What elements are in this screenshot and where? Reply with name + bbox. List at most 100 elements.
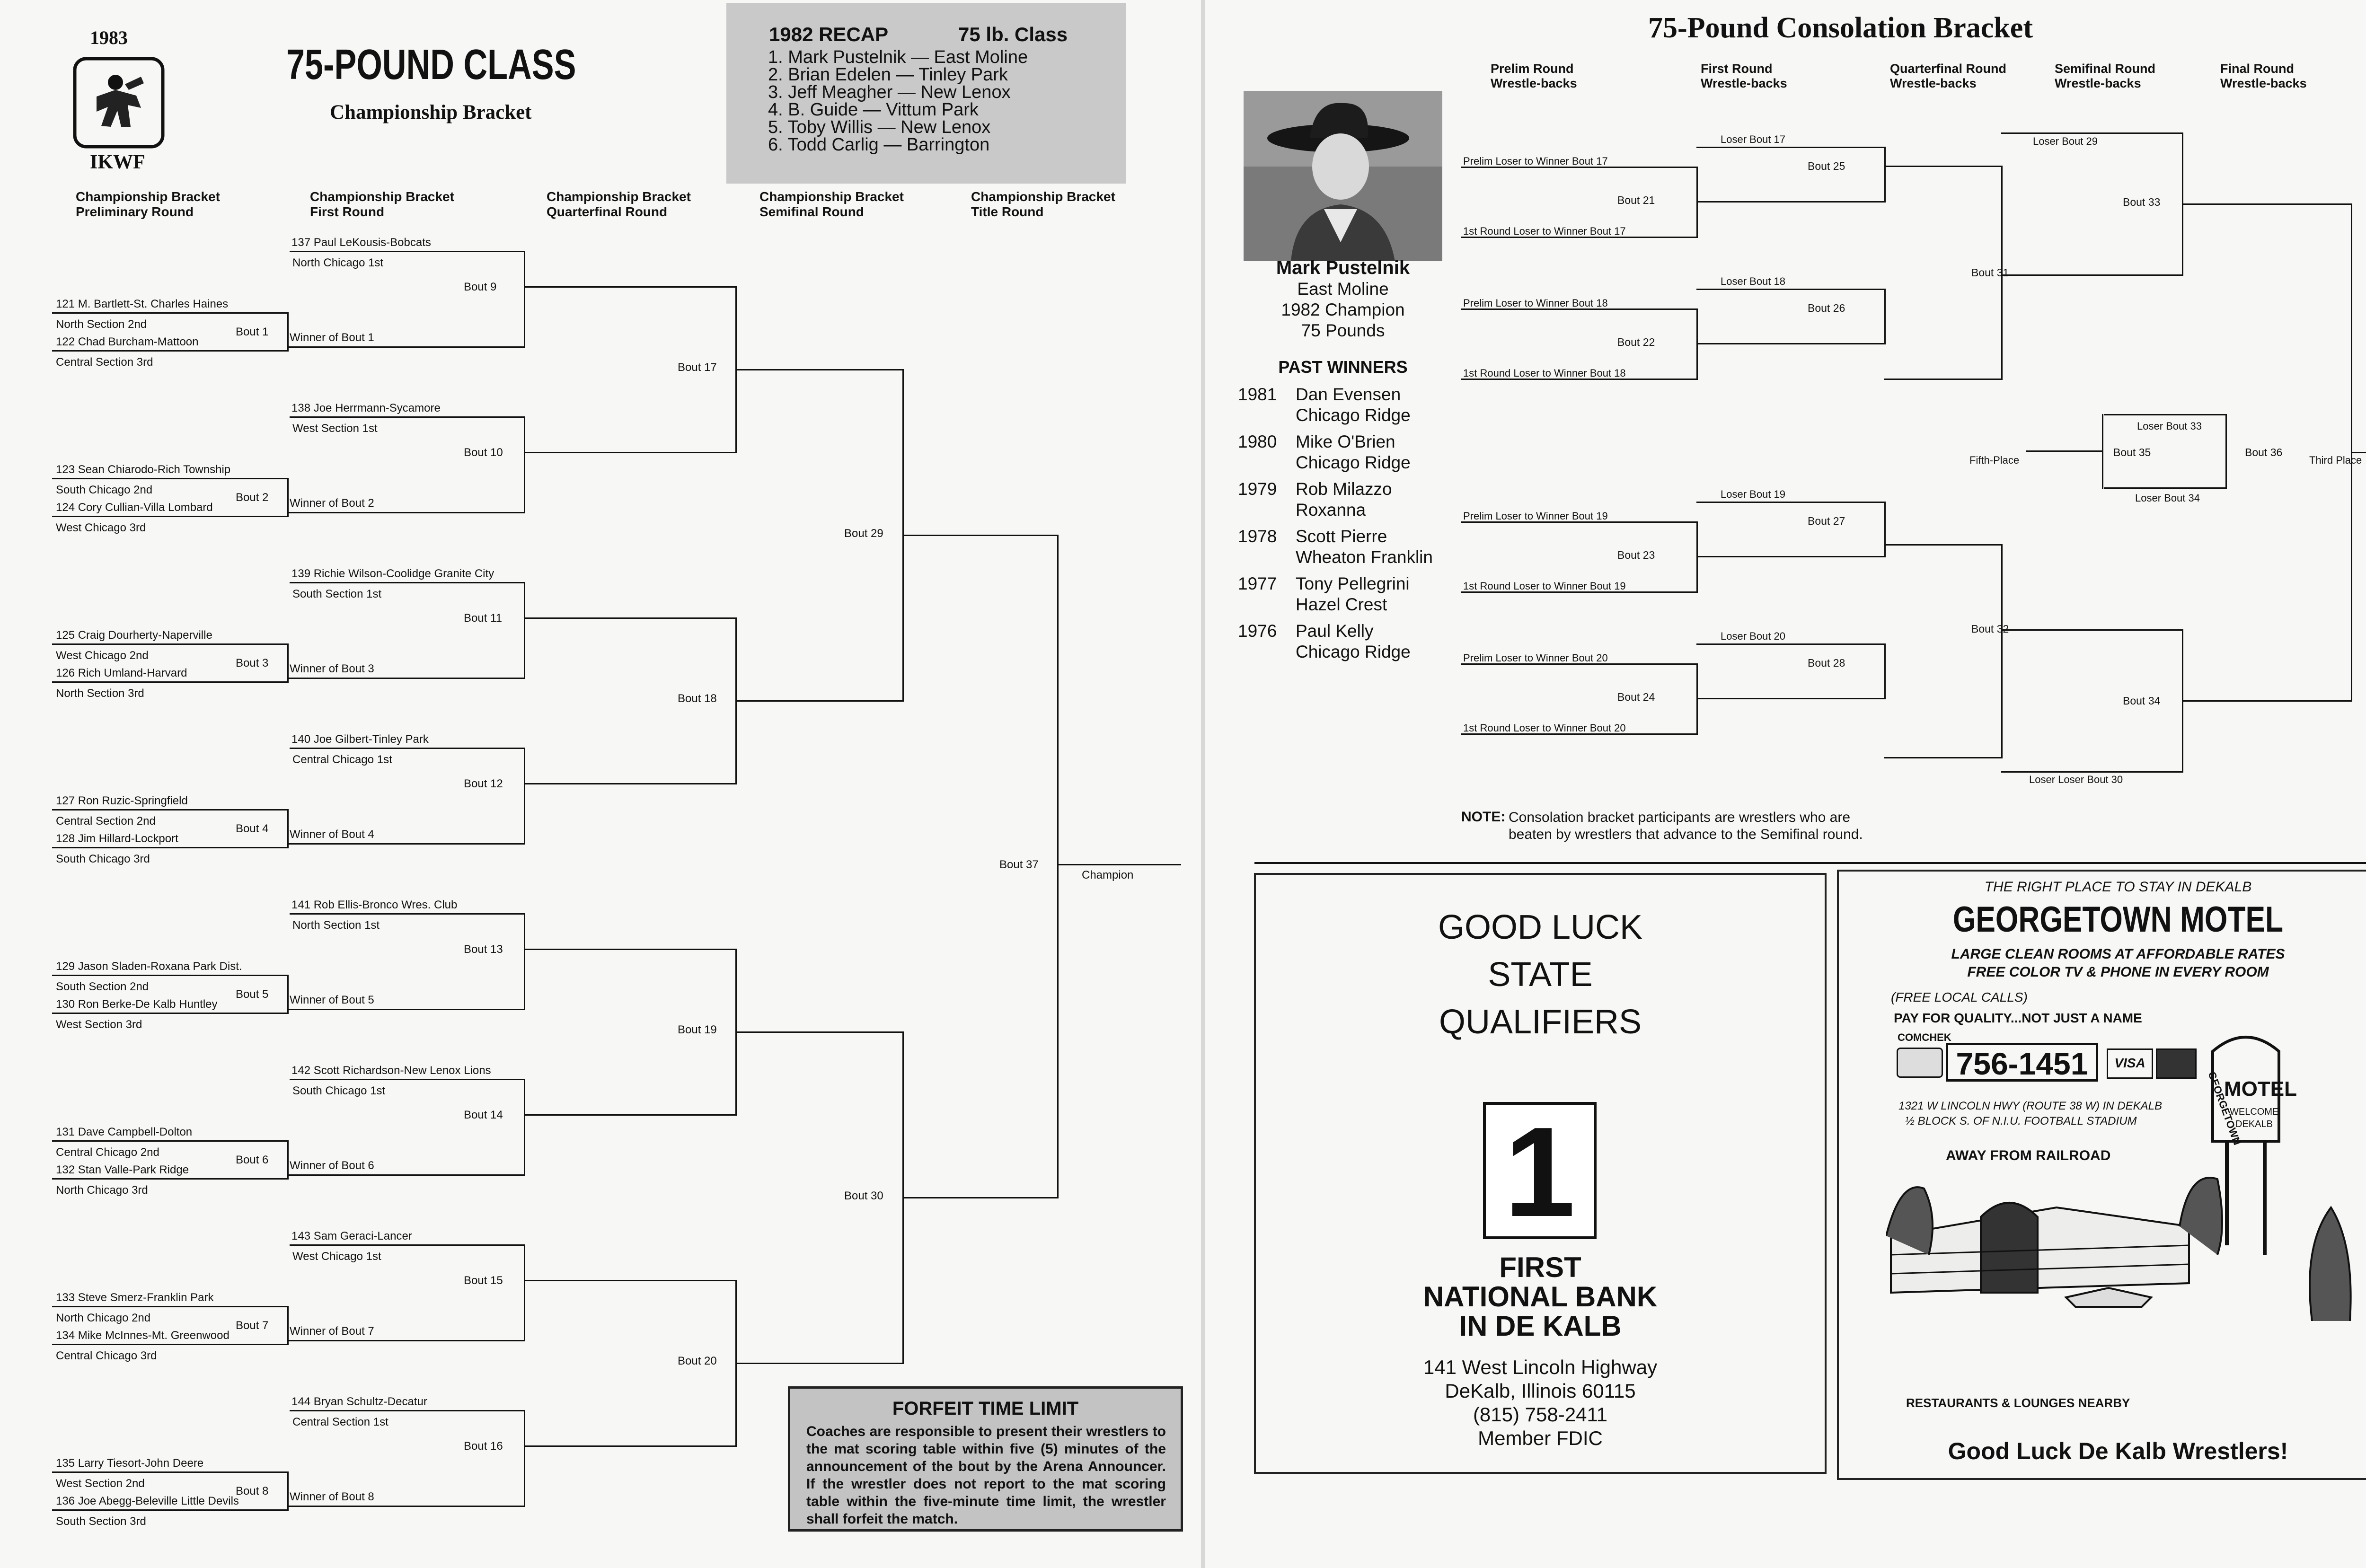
bracket-line (524, 1079, 525, 1176)
consolation-title: 75-Pound Consolation Bracket (1648, 12, 2033, 44)
round-header: Final Round Wrestle-backs (2220, 62, 2307, 91)
bracket-line (1884, 289, 1886, 344)
bout-label: Bout 25 (1808, 160, 1845, 172)
bout-label: Bout 9 (464, 281, 497, 293)
wrestler-section: North Section 2nd (56, 318, 147, 331)
bracket-line (902, 535, 1059, 536)
winner-label: Winner of Bout 7 (290, 1325, 374, 1338)
bracket-line (1461, 521, 1698, 523)
bracket-line (1884, 147, 1886, 203)
past-name: Paul Kelly (1296, 621, 1374, 641)
wrestler-name: 121 M. Bartlett-St. Charles Haines (56, 298, 229, 310)
bout-label: Bout 20 (678, 1355, 717, 1367)
wrestler-section: North Chicago 1st (292, 256, 384, 269)
bracket-line (52, 1471, 289, 1473)
bracket-line (1884, 544, 2003, 546)
visa-icon: VISA (2107, 1048, 2153, 1079)
wrestler-name: 132 Stan Valle-Park Ridge (56, 1163, 189, 1176)
champion-name: Mark Pustelnik (1276, 257, 1410, 278)
bracket-line (2001, 132, 2183, 134)
bank-ad: GOOD LUCK STATE QUALIFIERS 1 FIRST NATIO… (1254, 873, 1827, 1474)
bracket-line (290, 1079, 525, 1080)
bracket-line (287, 809, 289, 848)
bracket-line (1696, 502, 1886, 503)
bracket-line (1696, 556, 1886, 557)
bank-logo-icon: 1 (1483, 1102, 1597, 1239)
bracket-line (1461, 733, 1698, 735)
bracket-line (1696, 201, 1886, 203)
wrestler-section: South Section 2nd (56, 980, 149, 993)
bout-label: Bout 23 (1617, 549, 1655, 561)
wrestler-name: 131 Dave Campbell-Dolton (56, 1126, 193, 1138)
bout-label: Bout 35 (2113, 446, 2151, 458)
bracket-line (1696, 643, 1886, 645)
wrestler-section: West Section 3rd (56, 1018, 142, 1031)
bout-label: Bout 18 (678, 692, 717, 705)
bracket-line (1884, 502, 1886, 557)
winner-label: Winner of Bout 6 (290, 1159, 374, 1172)
recap-line: 3. Jeff Meagher — New Lenox (768, 82, 1011, 102)
bracket-line (287, 312, 289, 352)
bracket-line (1884, 643, 1886, 699)
bracket-line (902, 1197, 1059, 1198)
recap-line: 1. Mark Pustelnik — East Moline (768, 47, 1028, 67)
bout-label: Bout 22 (1617, 336, 1655, 348)
wrestler-name: 142 Scott Richardson-New Lenox Lions (291, 1064, 491, 1077)
gutter-shadow (1201, 0, 1205, 1568)
bracket-line (2001, 274, 2183, 276)
bracket-line (52, 809, 289, 810)
consolation-entry: 1st Round Loser to Winner Bout 19 (1463, 580, 1626, 592)
wrestler-name: 129 Jason Sladen-Roxana Park Dist. (56, 960, 242, 973)
wrestler-name: 136 Joe Abegg-Beleville Little Devils (56, 1495, 239, 1507)
bracket-line (290, 1244, 525, 1246)
past-year: 1976 (1238, 621, 1277, 641)
bracket-line (287, 478, 289, 517)
bracket-line (1461, 379, 1698, 380)
bracket-line (1057, 864, 1181, 865)
consolation-entry: Prelim Loser to Winner Bout 18 (1463, 297, 1608, 309)
bracket-line (2001, 544, 2003, 758)
bracket-line (2001, 166, 2003, 380)
motel-address-2: ½ BLOCK S. OF N.I.U. FOOTBALL STADIUM (1905, 1115, 2137, 1128)
bracket-line (524, 949, 737, 950)
bank-line-3: QUALIFIERS (1439, 1003, 1642, 1041)
mastercard-icon (1897, 1048, 1943, 1078)
round-header: Championship Bracket Title Round (971, 189, 1115, 220)
wrestler-section: West Section 2nd (56, 1477, 145, 1490)
bracket-line (524, 1244, 525, 1341)
bracket-line (287, 1140, 289, 1180)
round-header: Championship Bracket Preliminary Round (76, 189, 220, 220)
bout-label: Bout 21 (1617, 194, 1655, 206)
bank-phone: (815) 758-2411 (1473, 1403, 1608, 1426)
motel-ad: THE RIGHT PLACE TO STAY IN DEKALB GEORGE… (1837, 870, 2366, 1480)
bracket-line (287, 1009, 525, 1010)
bout-label: Bout 6 (236, 1154, 269, 1166)
wrestler-name: 128 Jim Hillard-Lockport (56, 832, 178, 845)
champion-label: Champion (1082, 869, 1134, 881)
bracket-line (524, 748, 525, 845)
bank-fdic: Member FDIC (1478, 1427, 1603, 1449)
bracket-line (2104, 414, 2227, 415)
bracket-line (52, 1013, 289, 1014)
left-page: 1983 IKWF 75-POUND CLASS Championship Br… (52, 3, 1183, 1532)
bout-label: Bout 27 (1808, 515, 1845, 527)
bracket-line (1461, 167, 1698, 168)
champion-detail: 75 Pounds (1301, 321, 1385, 340)
wrestler-section: West Chicago 3rd (56, 521, 146, 534)
bracket-line (524, 1280, 737, 1281)
wrestler-section: Central Chicago 3rd (56, 1349, 157, 1362)
consolation-entry: Prelim Loser to Winner Bout 20 (1463, 652, 1608, 664)
round-header: Prelim Round Wrestle-backs (1491, 62, 1577, 91)
consolation-entry: Loser Bout 19 (1721, 488, 1785, 500)
loser-label: Loser Bout 33 (2137, 420, 2202, 432)
bout-label: Bout 1 (236, 326, 269, 338)
bracket-line (1884, 379, 2003, 380)
past-town: Hazel Crest (1296, 595, 1387, 614)
wrestler-name: 140 Joe Gilbert-Tinley Park (291, 733, 429, 746)
org-name: IKWF (90, 151, 145, 173)
bracket-line (287, 643, 289, 683)
motel-away: AWAY FROM RAILROAD (1946, 1148, 2111, 1163)
bracket-line (524, 783, 737, 784)
recap-class: 75 lb. Class (958, 23, 1068, 45)
past-year: 1981 (1238, 385, 1277, 404)
